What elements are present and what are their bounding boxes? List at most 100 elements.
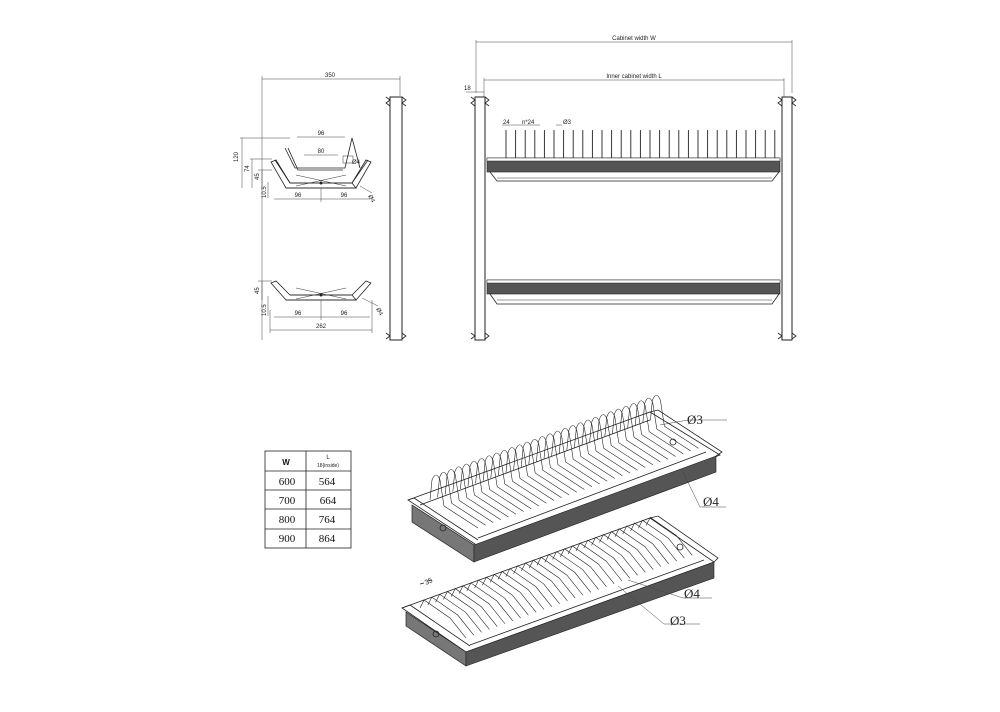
plate-wire: [560, 548, 607, 587]
top-rack-profile: 120 74 45 10.5 96 80 Ø4 96 96 Ø4: [234, 131, 376, 205]
table-header-l: L: [326, 455, 330, 461]
plate-wire: [427, 596, 475, 636]
table-row-l: 864: [319, 533, 336, 545]
plate-wire: [583, 539, 631, 579]
plate-wire: [437, 471, 486, 526]
iso-top-wire-thin: Ø3: [687, 412, 703, 427]
front-plate-pins: [505, 130, 776, 158]
table-row-l: 764: [319, 514, 336, 526]
plate-wire: [489, 573, 537, 613]
table-row-l: 664: [320, 495, 337, 507]
plate-wire: [435, 593, 482, 633]
plate-wire: [566, 425, 615, 479]
plate-wire: [429, 474, 479, 529]
bottom-offset: 10.5: [262, 304, 268, 316]
plate-wire: [513, 444, 562, 499]
plate-wire: [482, 576, 529, 616]
table-row-w: 600: [279, 476, 296, 488]
plate-wire: [606, 531, 654, 570]
top-height-total: 120: [234, 151, 240, 162]
iso-bottom-plate-wires: [419, 516, 693, 639]
plate-wire: [630, 522, 677, 562]
cabinet-width-label: Cabinet width W: [612, 36, 656, 42]
iso-bottom-rack: 35 Ø4 Ø3: [401, 515, 719, 667]
top-height-base: 45: [255, 173, 261, 180]
side-view: 350 12: [234, 73, 407, 341]
plate-wire: [452, 466, 501, 521]
plate-wire: [498, 449, 547, 504]
top-span-upper: 96: [318, 131, 325, 137]
plate-wire: [581, 419, 631, 474]
plate-wire: [536, 556, 584, 596]
wall-thickness-label: 18: [464, 86, 471, 92]
plate-wire: [551, 430, 600, 485]
pitch-repeat-label: n*24: [522, 120, 535, 126]
plate-wire: [544, 553, 592, 593]
plate-wire: [599, 534, 646, 573]
plate-wire: [521, 562, 568, 602]
iso-top-wire-thick: Ø4: [703, 494, 719, 509]
plate-wire: [419, 599, 467, 639]
plate-wire: [642, 397, 691, 452]
plate-wire: [536, 436, 585, 490]
size-table: W L 18(inside) 600 564 700 664 800 764 9…: [264, 450, 352, 549]
top-span-right: 96: [341, 193, 348, 199]
plate-wire: [558, 427, 608, 482]
plate-wire: [627, 403, 676, 457]
iso-bottom-wire-thin: Ø3: [670, 613, 686, 628]
bottom-rack-profile: 45 10.5 96 96 262 Ø4: [255, 280, 384, 333]
plate-wire: [513, 565, 560, 604]
side-wall: [385, 96, 407, 341]
plate-wire: [443, 591, 490, 630]
table-header-l-sub: 18(inside): [317, 463, 339, 469]
plate-wire: [467, 460, 517, 515]
plate-wire: [482, 455, 532, 510]
plate-wire: [612, 408, 661, 463]
plate-wire: [552, 551, 599, 590]
plate-wire: [622, 525, 670, 565]
top-offset: 10.5: [262, 186, 268, 198]
plate-wire: [520, 441, 570, 496]
plate-wire: [567, 545, 615, 585]
right-wall: [781, 96, 793, 341]
plate-wire: [505, 568, 553, 607]
plate-wire: [574, 422, 623, 477]
plate-wire: [596, 414, 646, 468]
pitch-first-label: 24: [503, 120, 510, 126]
plate-wire: [589, 416, 638, 471]
overall-width-label: 350: [325, 73, 336, 79]
top-wire-label: Ø4: [352, 160, 361, 166]
plate-wire: [474, 579, 521, 619]
top-span-inner: 80: [318, 149, 325, 155]
top-height-mid: 74: [245, 165, 251, 172]
table-row-w: 900: [279, 533, 296, 545]
bottom-span-left: 96: [295, 311, 302, 317]
left-wall: [474, 96, 486, 341]
plate-wire: [490, 452, 539, 507]
plate-wire: [614, 528, 662, 567]
bottom-depth: 262: [316, 324, 327, 330]
plate-wire: [638, 519, 685, 559]
wire-diameter-label: Ø3: [563, 120, 572, 126]
plate-wire: [528, 438, 577, 493]
bottom-span-right: 96: [341, 311, 348, 317]
plate-wire: [604, 411, 653, 466]
table-row-w: 700: [279, 495, 296, 507]
plate-wire: [458, 585, 506, 624]
iso-top-plate-wires: [429, 394, 699, 529]
front-view: Cabinet width W Inner cabinet width L 18: [464, 36, 797, 341]
iso-bottom-wire-thick: Ø4: [684, 586, 700, 601]
plate-wire: [650, 394, 699, 449]
plate-wire: [475, 458, 524, 512]
plate-wire: [619, 405, 669, 460]
plate-wire: [575, 542, 623, 582]
plate-wire: [645, 516, 693, 556]
front-bottom-shelf: [486, 279, 781, 305]
plate-wire: [505, 447, 555, 501]
iso-top-rack: Ø3 Ø4: [407, 394, 727, 563]
table-header-w: W: [282, 458, 290, 467]
front-top-shelf: 24 n*24 Ø3: [486, 120, 781, 182]
plate-wire: [591, 536, 638, 576]
table-row-w: 800: [279, 514, 296, 526]
